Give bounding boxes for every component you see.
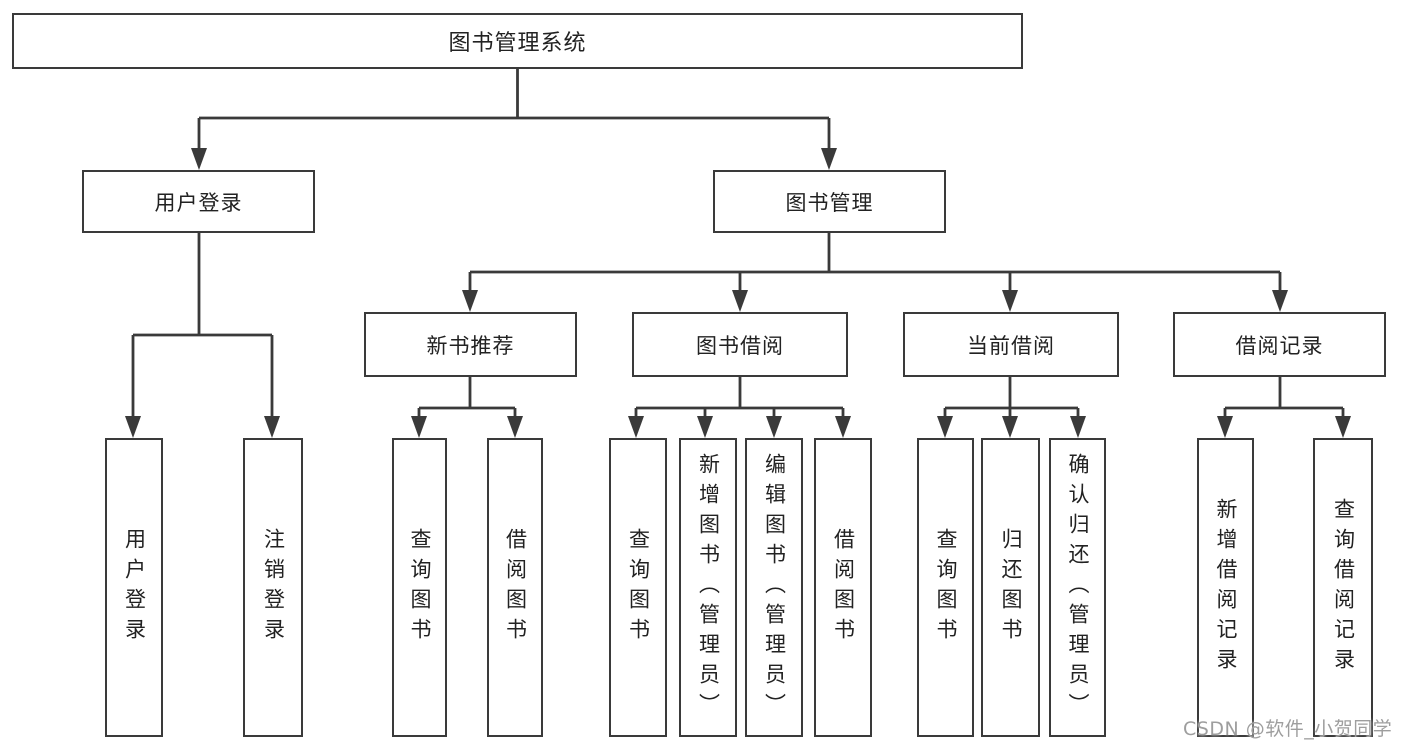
node-library-management-system: 图书管理系统 — [12, 13, 1023, 69]
node-borrow-records: 借阅记录 — [1173, 312, 1386, 377]
connector-root-to-level2 — [191, 69, 837, 170]
connector-borrow-records-to-leaves — [1217, 377, 1351, 438]
node-leaf-query-books-current: 查询图书 — [917, 438, 974, 737]
node-leaf-user-login: 用户登录 — [105, 438, 163, 737]
node-leaf-borrow-books-recommend: 借阅图书 — [487, 438, 543, 737]
node-leaf-edit-books-admin: 编辑图书（管理员） — [745, 438, 803, 737]
node-current-borrow: 当前借阅 — [903, 312, 1119, 377]
node-book-borrow: 图书借阅 — [632, 312, 848, 377]
node-leaf-query-borrow-record: 查询借阅记录 — [1313, 438, 1373, 737]
watermark-text: CSDN @软件_小贺同学 — [1183, 718, 1393, 740]
connector-book-management-to-level3 — [462, 233, 1288, 312]
connector-new-book-recommend-to-leaves — [411, 377, 523, 438]
node-leaf-query-books-recommend: 查询图书 — [392, 438, 447, 737]
node-user-login: 用户登录 — [82, 170, 315, 233]
node-leaf-confirm-return-admin: 确认归还（管理员） — [1049, 438, 1106, 737]
connector-book-borrow-to-leaves — [628, 377, 851, 438]
node-book-management: 图书管理 — [713, 170, 946, 233]
connector-current-borrow-to-leaves — [937, 377, 1086, 438]
node-new-book-recommend: 新书推荐 — [364, 312, 577, 377]
node-leaf-add-borrow-record: 新增借阅记录 — [1197, 438, 1254, 737]
node-leaf-logout: 注销登录 — [243, 438, 303, 737]
node-leaf-query-books-borrow: 查询图书 — [609, 438, 667, 737]
node-leaf-borrow-books: 借阅图书 — [814, 438, 872, 737]
node-leaf-add-books-admin: 新增图书（管理员） — [679, 438, 737, 737]
node-leaf-return-books: 归还图书 — [981, 438, 1040, 737]
connector-user-login-to-leaves — [125, 233, 280, 438]
